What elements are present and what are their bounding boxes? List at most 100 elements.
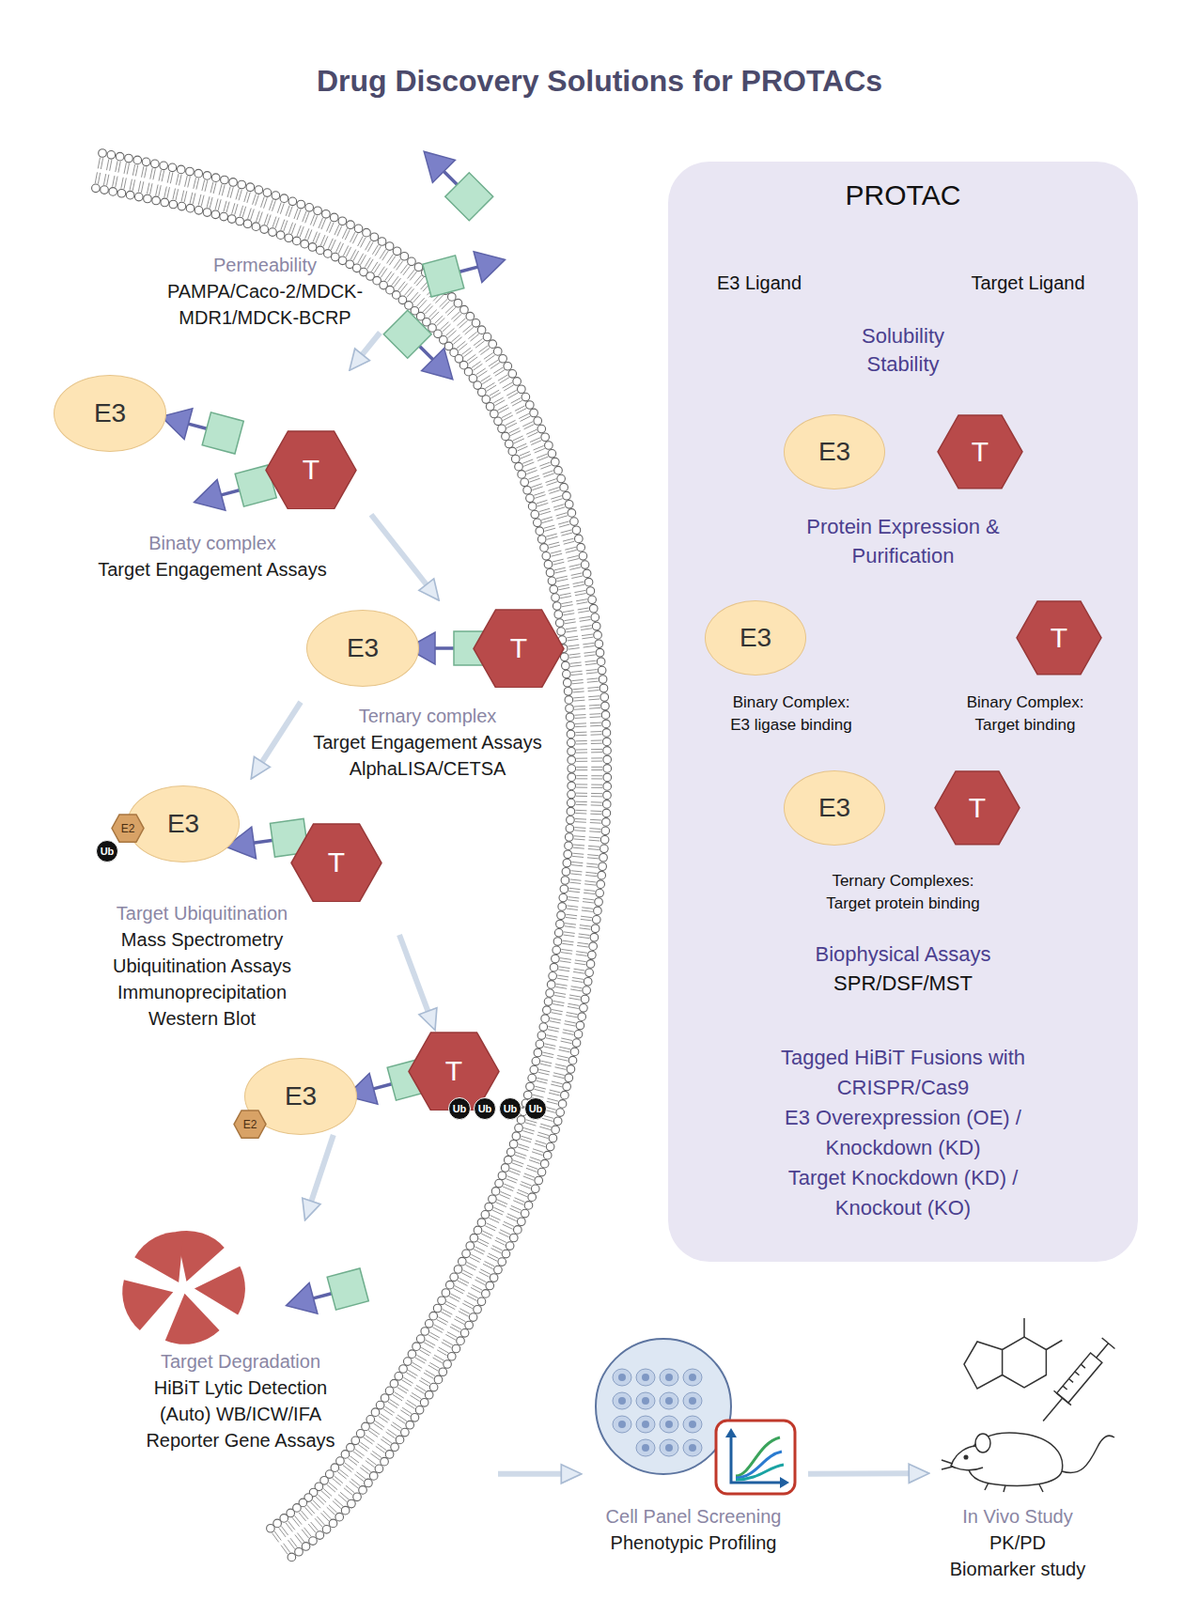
lipid-head [338, 217, 347, 226]
lipid-tail [477, 1241, 488, 1246]
lipid-head [364, 1479, 374, 1488]
lipid-tail [586, 863, 598, 865]
lipid-tail [562, 538, 575, 542]
lipid-tail [345, 1485, 355, 1494]
lipid-tail [572, 683, 584, 685]
assay-name: Mass Spectrometry [61, 926, 343, 953]
lipid-tail [271, 200, 276, 211]
lipid-tail [388, 1401, 398, 1409]
lipid-head [489, 1274, 499, 1283]
lipid-tail [549, 1021, 561, 1024]
hexagon-outline [1016, 601, 1102, 675]
lipid-tail [548, 490, 560, 495]
lipid-head [300, 239, 310, 249]
lipid-head [602, 719, 611, 729]
lipid-tail [288, 206, 293, 218]
e3-ligand-symbol [412, 140, 455, 183]
lipid-tail [562, 613, 575, 616]
lipid-tail [458, 343, 468, 352]
lipid-tail [406, 288, 415, 297]
lipid-head [400, 251, 409, 261]
e3-ligase: E3 [783, 414, 886, 490]
lipid-tail [576, 775, 588, 777]
lipid-tail [488, 359, 499, 367]
lipid-tail [591, 766, 603, 768]
lipid-head [603, 791, 612, 800]
lipid-tail [550, 496, 561, 500]
lipid-tail [121, 177, 124, 189]
lipid-head [453, 1265, 463, 1275]
lipid-tail [118, 161, 121, 173]
lipid-tail [585, 660, 597, 662]
lipid-tail [545, 533, 558, 537]
lipid-tail [585, 872, 597, 873]
lipid-tail [140, 181, 143, 193]
lipid-tail [576, 795, 588, 797]
lipid-head [567, 764, 577, 774]
cell [659, 1439, 679, 1457]
lipid-tail [477, 371, 487, 378]
lipid-tail [556, 515, 568, 519]
lipid-tail [463, 350, 472, 358]
mouse-whiskers [941, 1460, 953, 1470]
lipid-tail [555, 570, 567, 574]
lipid-tail [513, 438, 525, 444]
lipid-tail [201, 195, 204, 207]
lipid-tail [581, 907, 593, 909]
lipid-tail [367, 1458, 377, 1465]
assay-name: Biomarker study [928, 1556, 1107, 1583]
lipid-tail [364, 257, 371, 267]
lipid-head [341, 1506, 350, 1515]
lipid-head [394, 1372, 404, 1382]
lipid-head [559, 893, 568, 903]
linker [458, 266, 479, 273]
shape-label: Ub [100, 846, 115, 857]
lipid-tail [560, 532, 573, 536]
panel-label: Protein Expression & Purification [780, 512, 1026, 571]
lipid-tail [161, 171, 165, 183]
lipid-tail [576, 778, 588, 779]
lipid-head [296, 200, 306, 209]
stage-text: PermeabilityPAMPA/Caco-2/MDCK-MDR1/MDCK-… [142, 251, 388, 331]
lipid-tail [591, 793, 603, 795]
lipid-head [309, 1537, 318, 1546]
assay-name: Phenotypic Profiling [585, 1529, 802, 1557]
lipid-tail [580, 918, 592, 920]
lipid-tail [498, 407, 510, 414]
lipid-tail [434, 315, 443, 324]
lipid-head [597, 666, 607, 675]
lipid-tail [475, 341, 484, 348]
lipid-tail [347, 1458, 358, 1465]
lipid-tail [380, 1414, 390, 1421]
lipid-tail [453, 1319, 465, 1325]
lipid-tail [574, 705, 586, 708]
lipid-tail [563, 541, 576, 545]
lipid-tail [530, 440, 542, 446]
assay-name: Western Blot [61, 1005, 343, 1032]
lipid-tail [528, 475, 539, 480]
lipid-tail [339, 1469, 348, 1478]
lipid-tail [544, 1046, 556, 1050]
lipid-head [263, 188, 272, 198]
lipid-tail [337, 1472, 346, 1480]
cell [612, 1369, 632, 1386]
lipid-tail [558, 969, 570, 972]
lipid-tail [534, 495, 545, 499]
lipid-head [493, 347, 502, 357]
lipid-tail [567, 559, 579, 562]
cell [636, 1416, 655, 1433]
ubiquitin: Ub [95, 840, 119, 863]
lipid-tail [570, 662, 582, 664]
stage-heading: Ternary complex [291, 702, 564, 730]
cell [636, 1369, 655, 1386]
lipid-tail [526, 1120, 538, 1123]
lipid-tail [565, 549, 577, 553]
lipid-head [509, 1233, 518, 1243]
lipid-head [512, 1132, 521, 1141]
cell [659, 1369, 679, 1386]
lipid-tail [433, 1357, 443, 1364]
lipid-tail [556, 576, 568, 579]
lipid-tail [404, 286, 412, 296]
lipid-tail [209, 197, 213, 209]
lipid-tail [523, 1176, 534, 1181]
